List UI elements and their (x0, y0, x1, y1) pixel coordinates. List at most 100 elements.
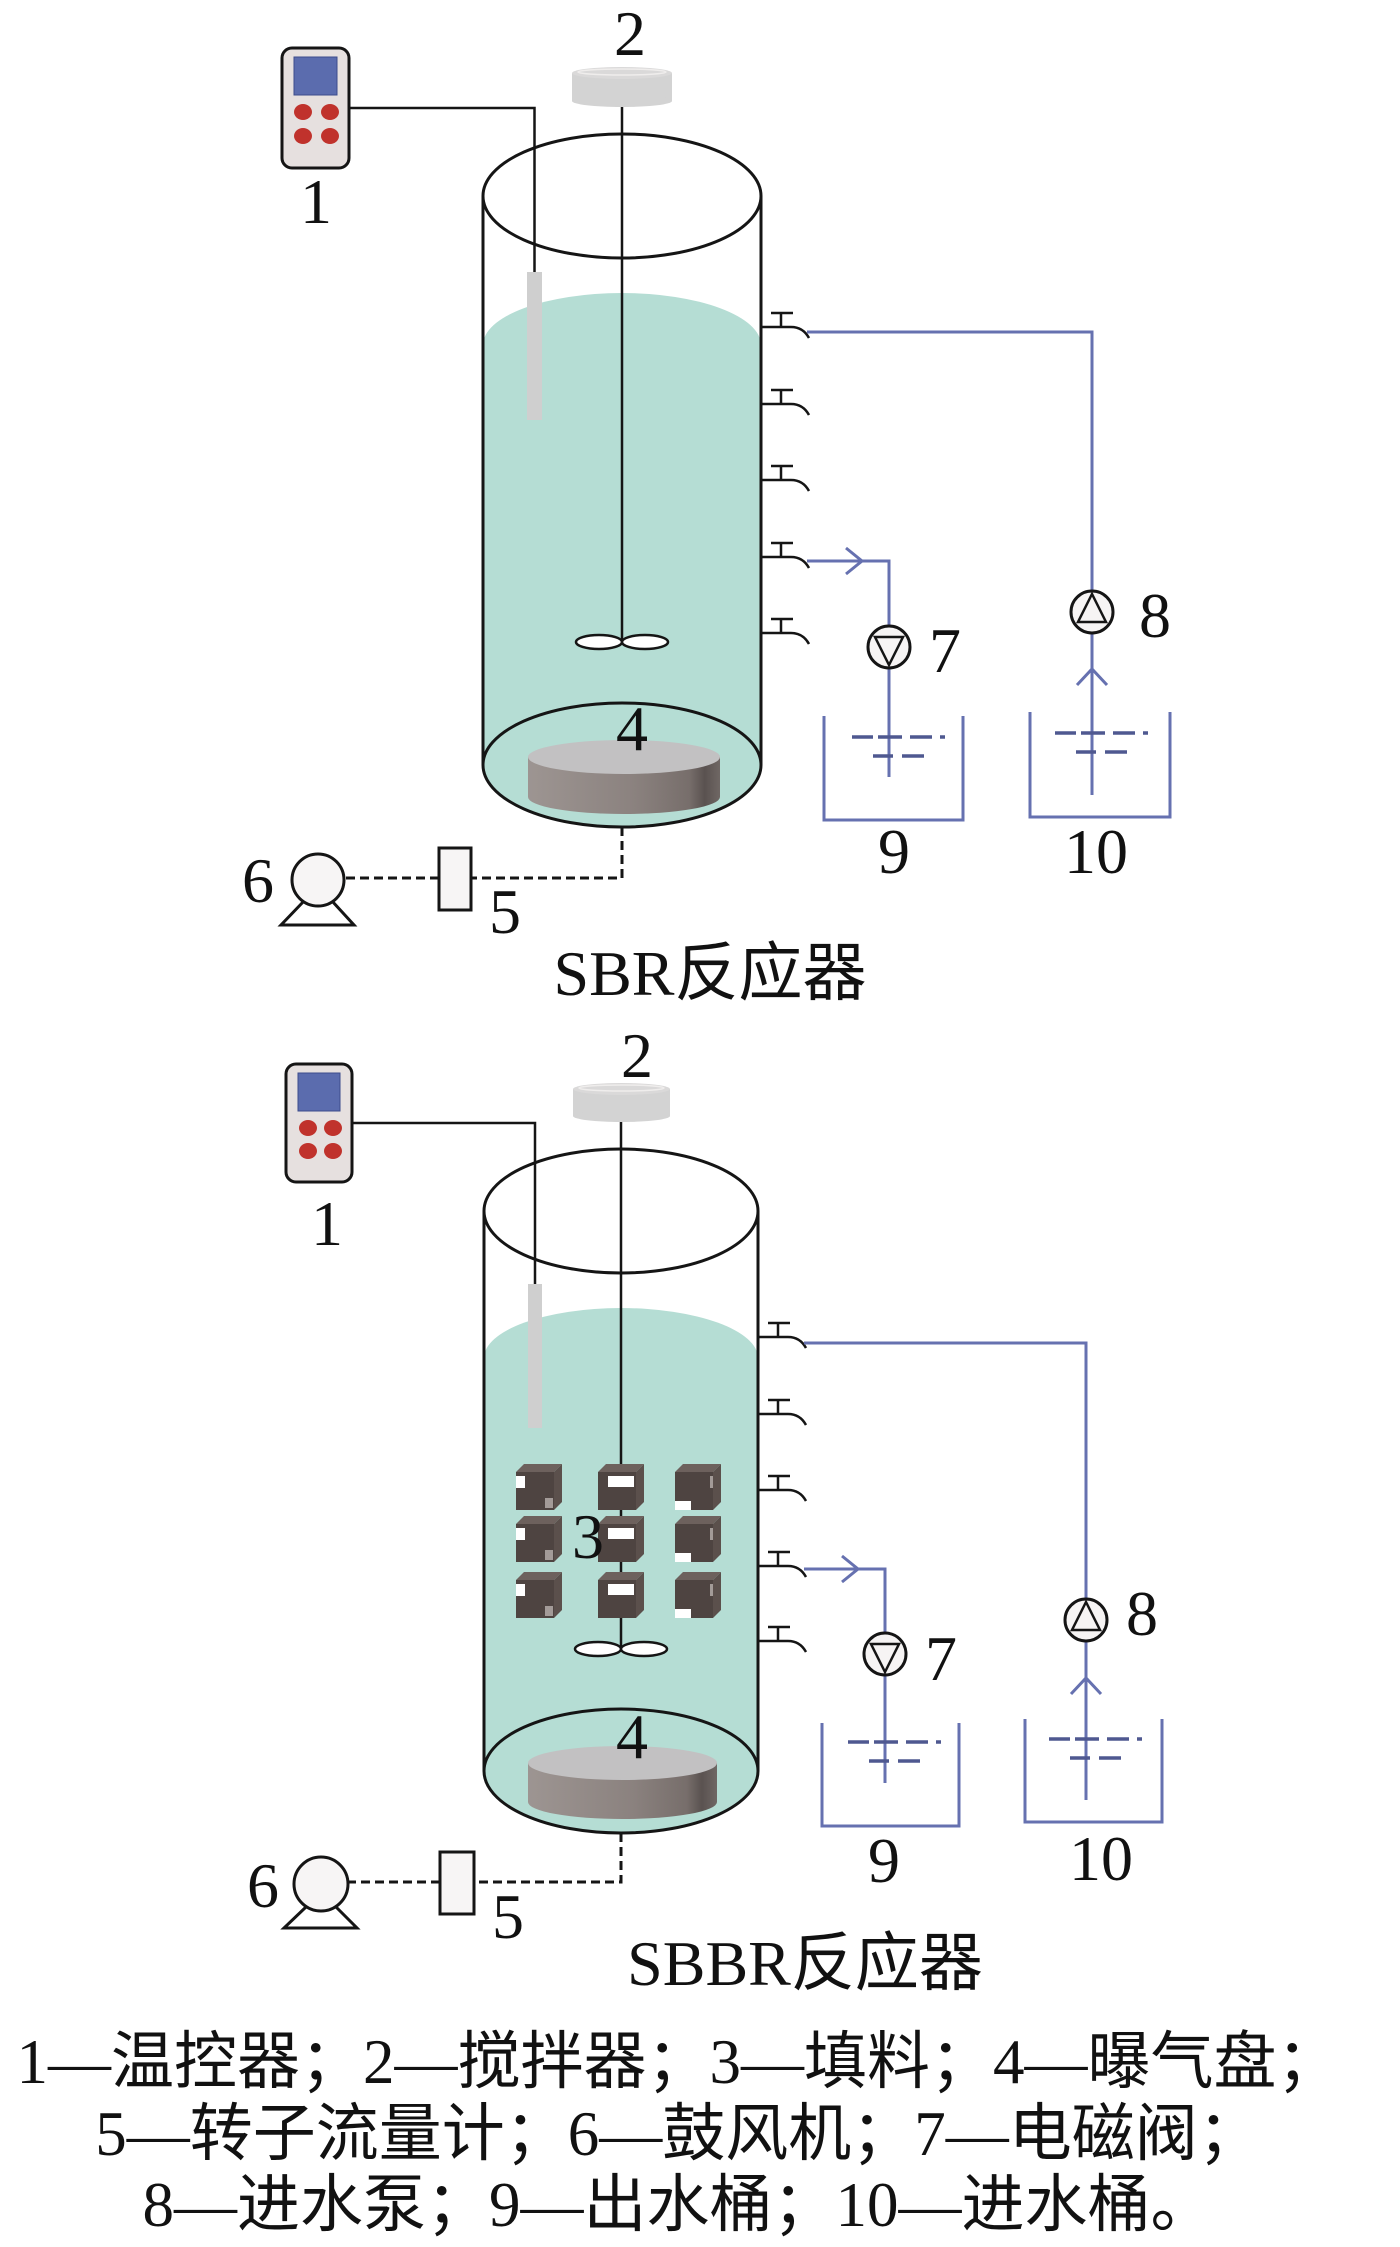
impeller-blade (620, 633, 670, 651)
controller-button (324, 1120, 342, 1136)
cube-highlight (710, 1584, 713, 1596)
legend-item: 3—填料； (710, 2027, 994, 2097)
blower-housing (290, 852, 346, 908)
label-stirrer: 2 (621, 1020, 653, 1091)
pump-triangle-up (1069, 1599, 1103, 1632)
bucket-outline (822, 716, 965, 822)
inlet-bucket (1023, 1719, 1164, 1824)
label-solenoid-valve: 7 (925, 1623, 957, 1694)
legend-item: 8—进水泵； (143, 2170, 490, 2240)
cube-side-face (636, 1572, 644, 1618)
packing-cube (675, 1516, 721, 1562)
motor-bottom (572, 95, 672, 107)
reactor-title: SBR反应器 (554, 938, 867, 1009)
cube-side-face (713, 1572, 721, 1618)
sampling-valves (761, 311, 811, 645)
cube-side-face (713, 1516, 721, 1562)
inlet-pipe (804, 1341, 1088, 1599)
sampling-valve-icon (761, 541, 811, 569)
cube-highlight (516, 1528, 525, 1540)
outlet-bucket (820, 1723, 961, 1828)
sampling-valve-icon (758, 1321, 808, 1349)
label-blower: 6 (242, 845, 274, 916)
sampling-valve-icon (761, 617, 811, 645)
cube-side-face (713, 1464, 721, 1510)
probe-cable (349, 106, 536, 272)
rotameter (437, 846, 473, 912)
impeller (573, 1640, 669, 1658)
controller-button (294, 128, 312, 144)
label-inlet-bucket: 10 (1069, 1823, 1133, 1894)
rotameter (438, 1850, 476, 1916)
blower (280, 1855, 361, 1930)
temperature-controller (280, 46, 351, 170)
valve-triangle-down (868, 1642, 902, 1675)
packing (516, 1464, 721, 1618)
label-outlet-bucket: 9 (878, 816, 910, 887)
label-aeration-disk: 4 (616, 1701, 648, 1772)
legend-item: 4—曝气盘； (993, 2027, 1340, 2097)
legend: 1—温控器；2—搅拌器；3—填料；4—曝气盘； 5—转子流量计；6—鼓风机；7—… (17, 2027, 1340, 2240)
cube-highlight (710, 1528, 713, 1540)
sampling-valves (758, 1321, 808, 1653)
cube-top-face (516, 1464, 562, 1472)
solenoid-valve-icon (866, 624, 912, 670)
sampling-valve-icon (761, 464, 811, 492)
cube-side-face (554, 1516, 562, 1562)
outlet-bucket (822, 716, 965, 822)
probe-cable (352, 1121, 537, 1284)
packing-cube (516, 1572, 562, 1618)
packing-cube (516, 1464, 562, 1510)
inlet-pipe (807, 330, 1094, 591)
cube-highlight (516, 1584, 525, 1596)
cube-highlight (675, 1609, 691, 1618)
impeller-blade (574, 633, 624, 651)
cube-side-face (554, 1572, 562, 1618)
legend-item: 7—电磁阀； (914, 2099, 1261, 2169)
blower-housing (292, 1855, 350, 1913)
cube-top-face (598, 1516, 644, 1524)
cube-top-face (675, 1572, 721, 1580)
sampling-valve-icon (758, 1474, 808, 1502)
legend-item: 2—搅拌器； (363, 2027, 710, 2097)
temperature-probe (528, 1284, 542, 1428)
cube-highlight (545, 1606, 553, 1616)
cube-highlight (608, 1528, 634, 1539)
temperature-controller (284, 1062, 354, 1184)
label-outlet-bucket: 9 (868, 1825, 900, 1896)
sampling-valve-icon (758, 1550, 808, 1578)
cube-top-face (516, 1572, 562, 1580)
flow-arrow-up-icon (1069, 1675, 1103, 1696)
inlet-pump-icon (1069, 589, 1115, 635)
motor-bottom (573, 1110, 670, 1122)
legend-item: 10—进水桶。 (836, 2170, 1214, 2240)
air-line (348, 1833, 623, 1884)
label-aeration-disk: 4 (616, 693, 648, 764)
legend-line-2: 5—转子流量计；6—鼓风机；7—电磁阀； (95, 2099, 1261, 2169)
cube-highlight (710, 1476, 713, 1488)
aeration-disk-top (528, 740, 720, 774)
cube-highlight (545, 1498, 553, 1508)
controller-button (321, 128, 339, 144)
sampling-valve-icon (758, 1398, 808, 1426)
cube-side-face (636, 1464, 644, 1510)
label-flowmeter: 5 (489, 876, 521, 947)
solenoid-valve-icon (862, 1631, 908, 1677)
flow-arrow-right-icon (845, 546, 865, 576)
sampling-valve-icon (761, 388, 811, 416)
air-line (344, 827, 624, 880)
outlet-pipe (807, 559, 891, 626)
impeller (574, 633, 670, 651)
aeration-disk (528, 740, 720, 814)
controller-screen (293, 56, 338, 96)
bucket-outline (820, 1723, 961, 1828)
inlet-pump-icon (1063, 1597, 1109, 1643)
label-temperature-controller: 1 (311, 1188, 343, 1259)
cube-top-face (675, 1516, 721, 1524)
controller-button (299, 1120, 317, 1136)
